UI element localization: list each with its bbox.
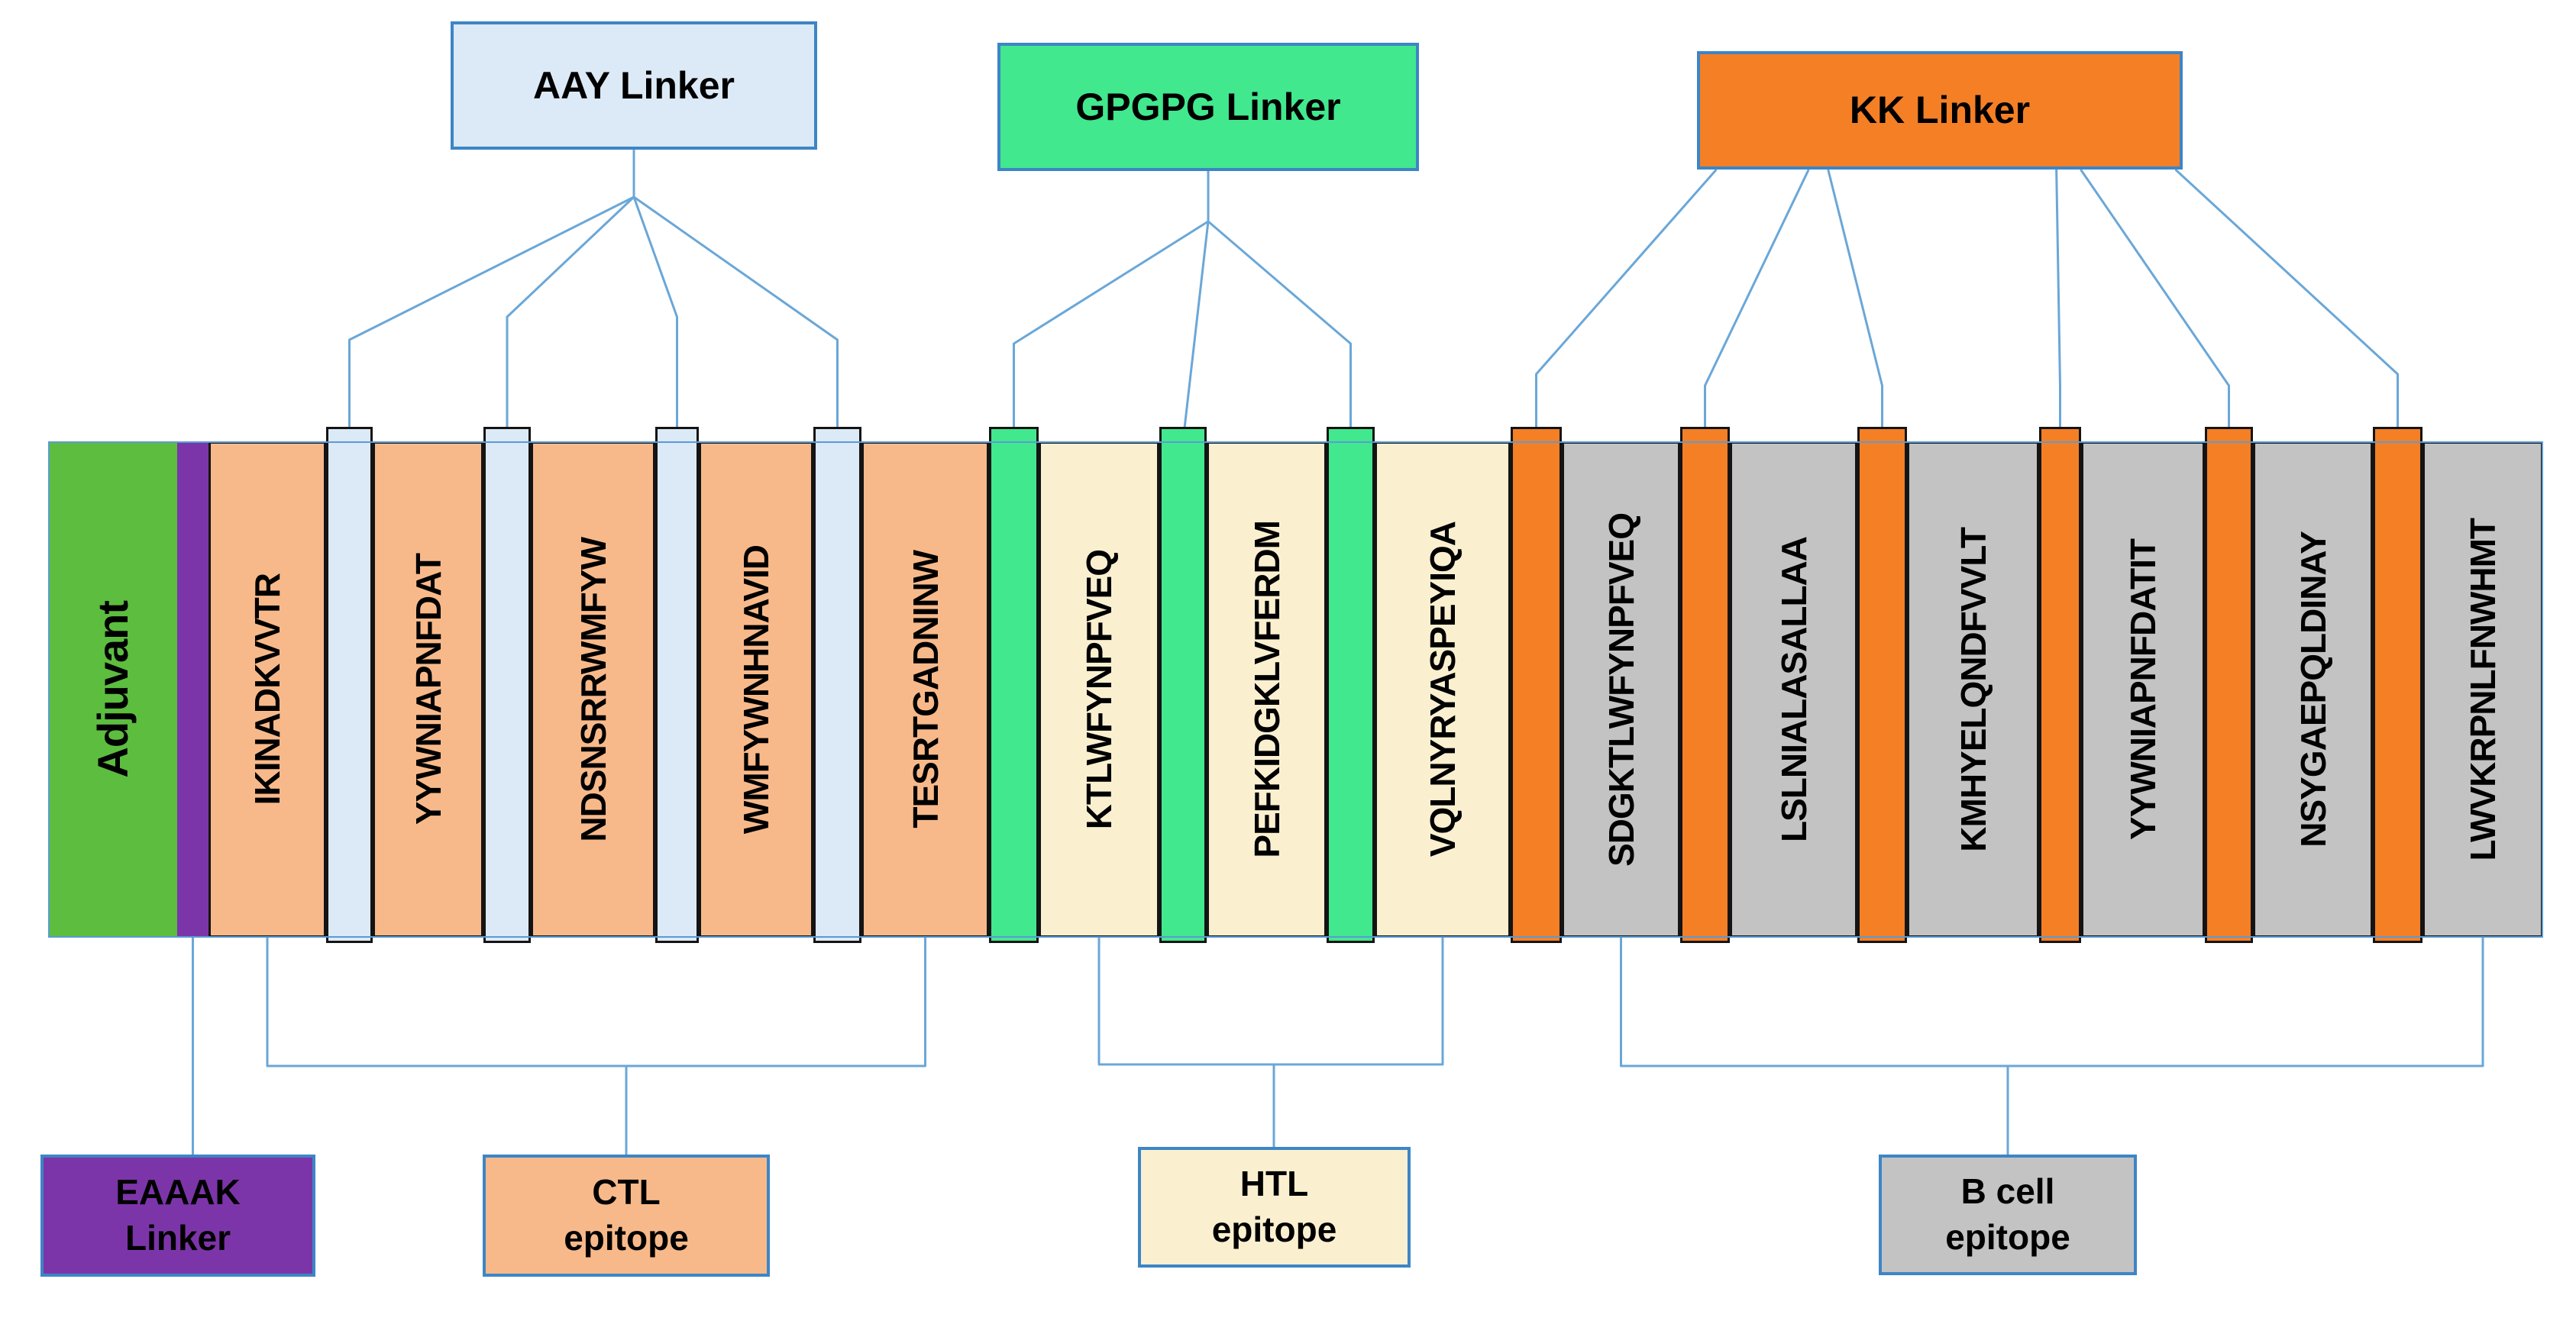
segment-bcell-yywniapnfdatit: YYWNIAPNFDATIT [2081, 441, 2205, 938]
segment-gpgpg-linker-11 [989, 426, 1039, 943]
segment-bcell-sdgktlwfynpfveq: SDGKTLWFYNPFVEQ [1562, 441, 1680, 938]
connector-line [1827, 169, 1883, 441]
connector-line [2080, 169, 2230, 441]
segment-gpgpg-linker-13 [1159, 426, 1207, 943]
segment-label: SDGKTLWFYNPFVEQ [1601, 512, 1641, 867]
aay-linker-label-box: AAY Linker [451, 21, 817, 150]
aay-linker-label: AAY Linker [532, 63, 735, 107]
segment-kk-linker-21 [1857, 426, 1907, 943]
segment-adjuvant-adjuvant: Adjuvant [48, 441, 177, 938]
connector-line [633, 195, 839, 441]
connector-line [348, 195, 635, 441]
segment-htl-vqlnyryaspeyiqa: VQLNYRYASPEYIQA [1375, 441, 1511, 938]
segment-kk-linker-23 [2039, 426, 2081, 943]
kk-linker-label: KK Linker [1849, 89, 2031, 131]
segment-label: LSLNIALASALLAA [1773, 537, 1814, 842]
segment-label: WMFYWNHNAVID [736, 544, 776, 835]
segment-aay-linker-7 [655, 426, 699, 943]
segment-label: IKINADKVVTR [247, 573, 287, 806]
gpgpg-linker-label-box: GPGPG Linker [997, 43, 1419, 171]
segment-label: NDSNSRRWMFYW [573, 537, 613, 842]
connector-line [1097, 938, 1444, 1066]
segment-aay-linker-9 [813, 426, 861, 943]
segment-ctl-yywniapnfdat: YYWNIAPNFDAT [373, 441, 483, 938]
eaaak-legend-line1: EAAAK [115, 1172, 241, 1213]
segment-htl-pefkidgklvferdm: PEFKIDGKLVFERDM [1207, 441, 1327, 938]
connector-line [266, 938, 926, 1067]
segment-label: VQLNYRYASPEYIQA [1423, 522, 1463, 858]
segment-aay-linker-5 [483, 426, 531, 943]
connector-line [632, 196, 678, 441]
segment-label: LWVKRPNLFNWHMT [2463, 518, 2503, 861]
segment-label: PEFKIDGKLVFERDM [1246, 521, 1287, 858]
htl-legend-line1: HTL [1240, 1164, 1309, 1204]
segment-bcell-kmhyelqndfvvlt: KMHYELQNDFVVLT [1907, 441, 2039, 938]
connector-line [2055, 169, 2061, 441]
ctl-legend-line1: CTL [592, 1172, 661, 1213]
segment-kk-linker-19 [1680, 426, 1730, 943]
segment-ctl-ndsnsrrwmfyw: NDSNSRRWMFYW [531, 441, 655, 938]
segment-label: Adjuvant [89, 601, 137, 778]
segment-ctl-tesrtgadninw: TESRTGADNINW [861, 441, 989, 938]
segment-label: NSYGAEPQLDINAY [2293, 531, 2333, 848]
gpgpg-linker-label: GPGPG Linker [1075, 85, 1341, 128]
ctl-epitope-legend-box: CTL epitope [483, 1155, 770, 1277]
construct-bar: Adjuvant IKINADKVVTR YYWNIAPNFDAT NDSNSRRWM… [48, 426, 2543, 943]
eaaak-linker-legend-box: EAAAK Linker [40, 1155, 315, 1277]
bcell-legend-line2: epitope [1945, 1217, 2070, 1257]
connector-line [1207, 220, 1352, 441]
segment-ctl-wmfywnhnavid: WMFYWNHNAVID [699, 441, 813, 938]
connector-line [1181, 221, 1210, 442]
bcell-legend-line1: B cell [1960, 1171, 2055, 1212]
segment-label: YYWNIAPNFDATIT [2123, 538, 2163, 840]
htl-legend-line2: epitope [1211, 1210, 1337, 1249]
segment-bcell-lslnialasallaa: LSLNIALASALLAA [1730, 441, 1857, 938]
segment-label: TESRTGADNINW [905, 551, 945, 828]
segment-gpgpg-linker-15 [1327, 426, 1375, 943]
segment-bcell-lwvkrpnlfnwhmt: LWVKRPNLFNWHMT [2422, 441, 2543, 938]
segment-bcell-nsygaepqldinay: NSYGAEPQLDINAY [2253, 441, 2373, 938]
segment-label: KMHYELQNDFVVLT [1953, 527, 1993, 852]
connector-line [2174, 168, 2399, 441]
kk-linker-label-box: KK Linker [1697, 51, 2183, 170]
segment-eaaak-linker-1 [177, 441, 208, 938]
connector-line [1013, 220, 1209, 441]
segment-label: KTLWFYNPFVEQ [1079, 549, 1119, 830]
connector-line [506, 195, 635, 441]
eaaak-legend-line2: Linker [124, 1218, 231, 1258]
segment-kk-linker-27 [2373, 426, 2422, 943]
htl-epitope-legend-box: HTL epitope [1138, 1147, 1411, 1268]
segment-kk-linker-17 [1511, 426, 1562, 943]
segment-aay-linker-3 [326, 426, 373, 943]
segment-htl-ktlwfynpfveq: KTLWFYNPFVEQ [1039, 441, 1159, 938]
segment-ctl-ikinadkvvtr: IKINADKVVTR [208, 441, 326, 938]
connector-line [1535, 169, 1718, 441]
bcell-epitope-legend-box: B cell epitope [1879, 1155, 2137, 1275]
ctl-legend-line2: epitope [564, 1218, 689, 1258]
segment-label: YYWNIAPNFDAT [408, 554, 448, 825]
connector-line [1620, 938, 2484, 1067]
segment-kk-linker-25 [2205, 426, 2253, 943]
connector-line [1704, 169, 1810, 441]
